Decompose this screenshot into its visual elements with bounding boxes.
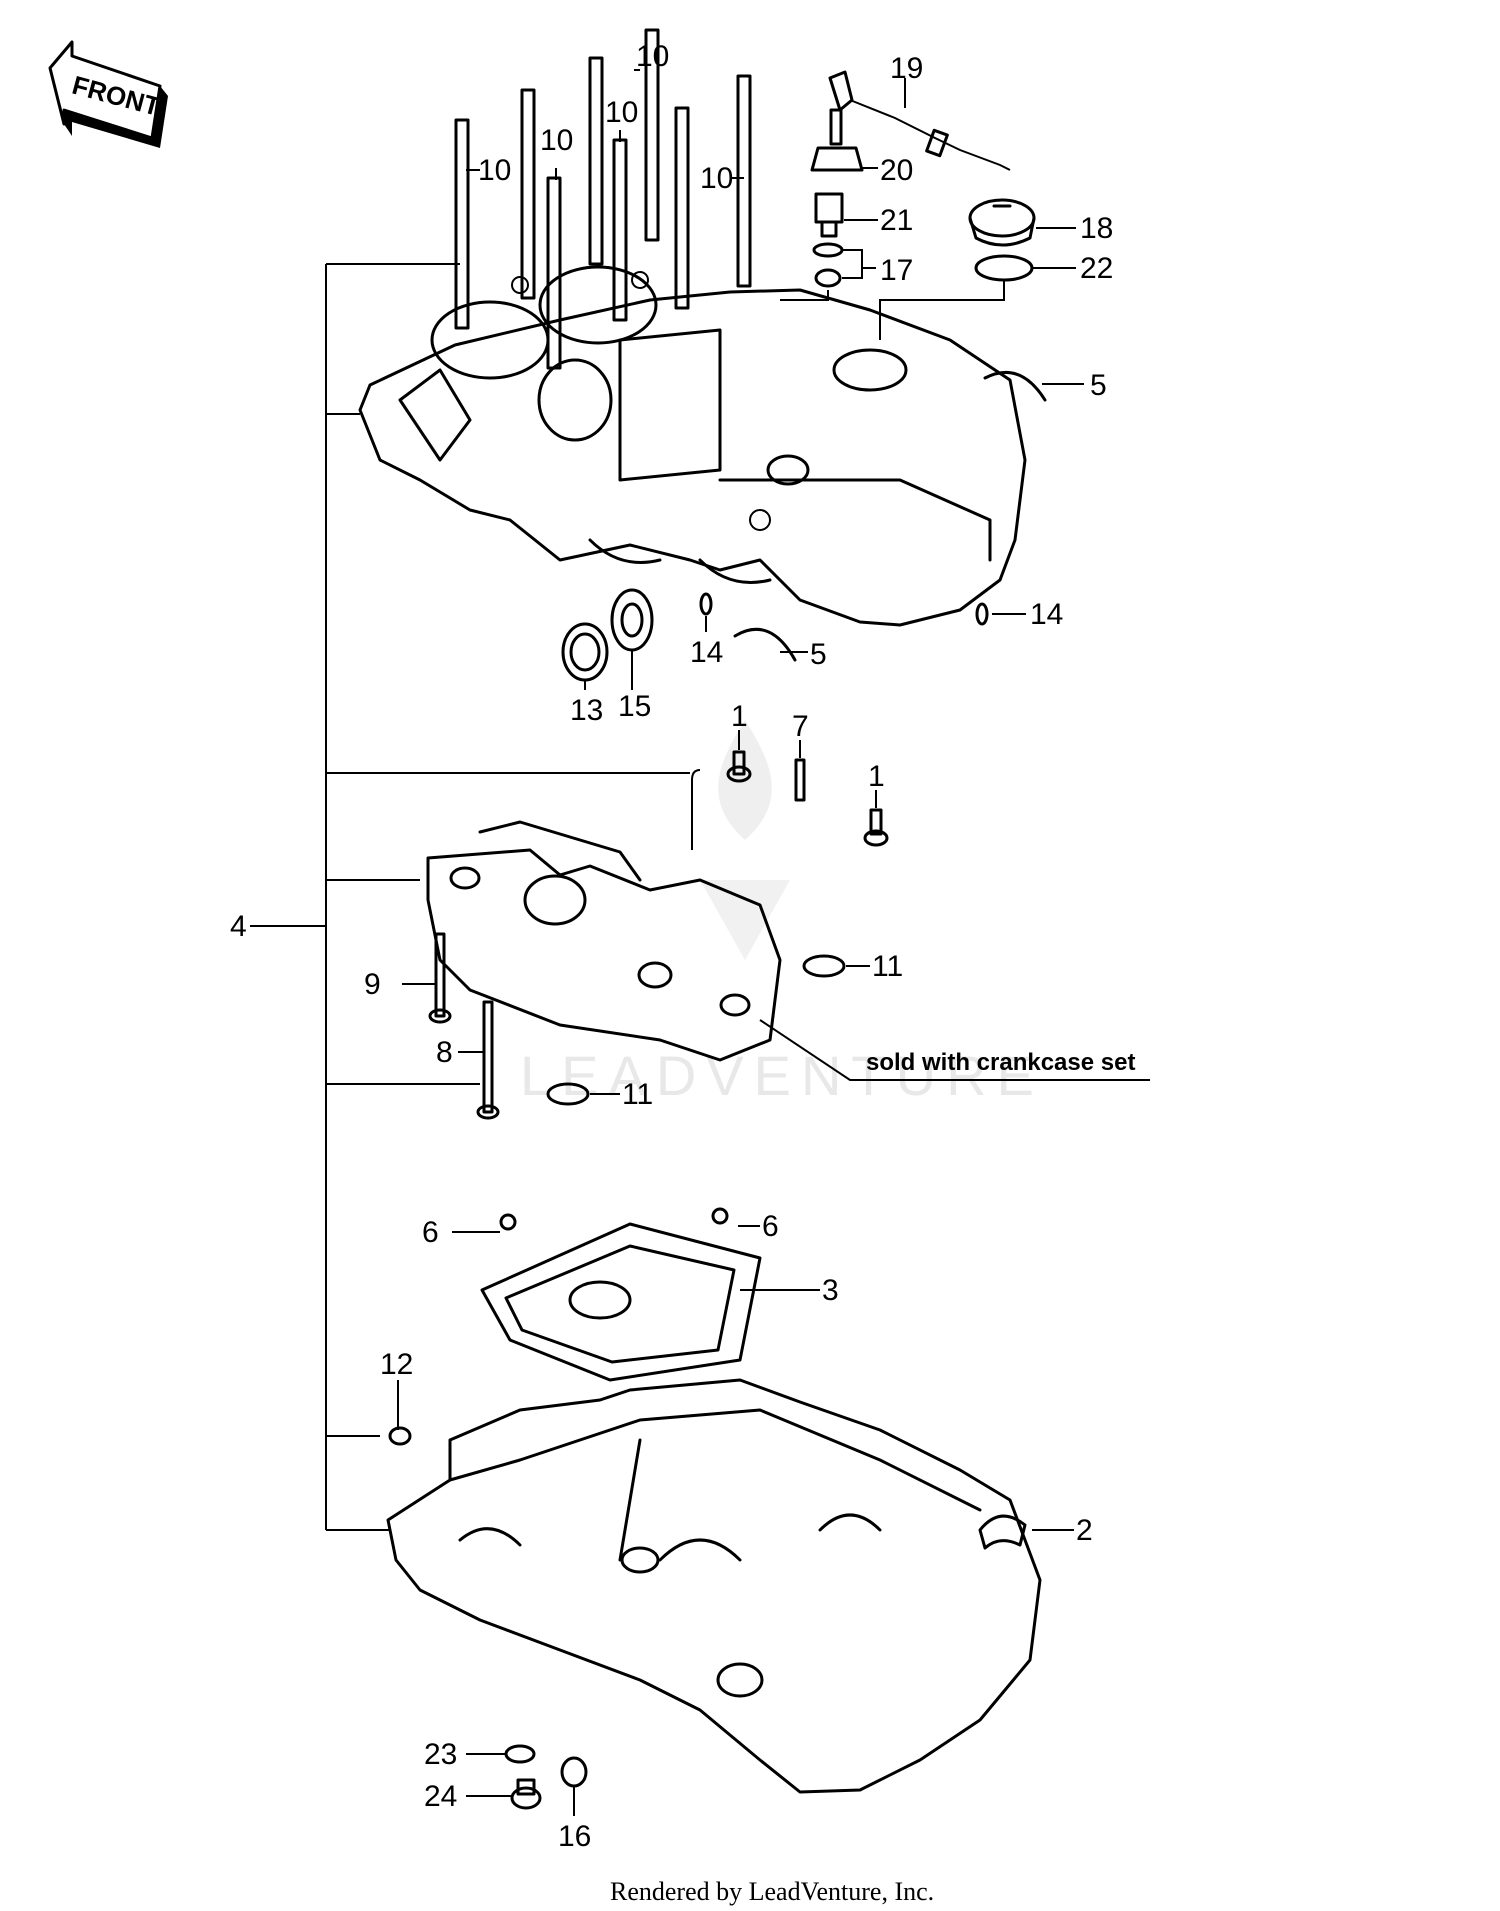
watermark: LEADVENTURE <box>520 720 1044 1107</box>
callout-8: 8 <box>436 1036 453 1069</box>
upper-crankcase <box>358 265 1027 627</box>
footer-credit: Rendered by LeadVenture, Inc. <box>610 1877 934 1906</box>
callout-17: 17 <box>880 254 913 287</box>
callout-18: 18 <box>1080 212 1113 245</box>
callout-20: 20 <box>880 154 913 187</box>
leader-lines <box>397 69 1084 1816</box>
callout-11: 11 <box>622 1078 653 1111</box>
front-arrow: FRONT <box>48 40 168 148</box>
callout-7: 7 <box>792 710 809 743</box>
callout-2: 2 <box>1076 1514 1093 1547</box>
callout-24: 24 <box>424 1780 457 1813</box>
callout-10: 10 <box>636 40 669 73</box>
crankcase-bolts-group <box>726 750 889 847</box>
callout-10: 10 <box>700 162 733 195</box>
callout-11: 11 <box>872 950 903 983</box>
crankcase-set-bracket <box>250 263 701 1531</box>
callout-21: 21 <box>880 204 913 237</box>
oil-pressure-switch-assembly <box>780 70 1011 301</box>
bearing-cap-block <box>426 820 1150 1081</box>
lower-crankcase <box>386 1378 1042 1794</box>
callout-3: 3 <box>822 1274 839 1307</box>
callout-6: 6 <box>762 1210 779 1243</box>
watermark-text: LEADVENTURE <box>520 1044 1044 1107</box>
oil-screen-plate <box>480 1207 762 1382</box>
callout-16: 16 <box>558 1820 591 1853</box>
callout-1: 1 <box>868 760 885 793</box>
callout-6: 6 <box>422 1216 439 1249</box>
callout-10: 10 <box>478 154 511 187</box>
callout-22: 22 <box>1080 252 1113 285</box>
cylinder-studs <box>454 28 752 370</box>
front-label: FRONT <box>69 70 163 122</box>
callout-14: 14 <box>690 636 723 669</box>
callout-4: 4 <box>230 910 247 943</box>
oil-filler-cap-assembly <box>879 198 1036 340</box>
upper-small-parts <box>561 370 1047 682</box>
callout-9: 9 <box>364 968 381 1001</box>
bearing-cap-bolts <box>428 932 846 1120</box>
sold-with-crankcase-note: sold with crankcase set <box>866 1049 1135 1076</box>
callout-10: 10 <box>605 96 638 129</box>
callout-1: 1 <box>731 700 748 733</box>
callout-19: 19 <box>890 52 923 85</box>
callout-12: 12 <box>380 1348 413 1381</box>
callout-10: 10 <box>540 124 573 157</box>
callout-5: 5 <box>810 638 827 671</box>
callout-5: 5 <box>1090 369 1107 402</box>
callout-15: 15 <box>618 690 651 723</box>
callout-13: 13 <box>570 694 603 727</box>
callout-14: 14 <box>1030 598 1063 631</box>
callout-23: 23 <box>424 1738 457 1771</box>
callout-labels: 10 10 10 10 10 19 20 21 17 18 22 5 5 14 … <box>230 40 1135 1853</box>
